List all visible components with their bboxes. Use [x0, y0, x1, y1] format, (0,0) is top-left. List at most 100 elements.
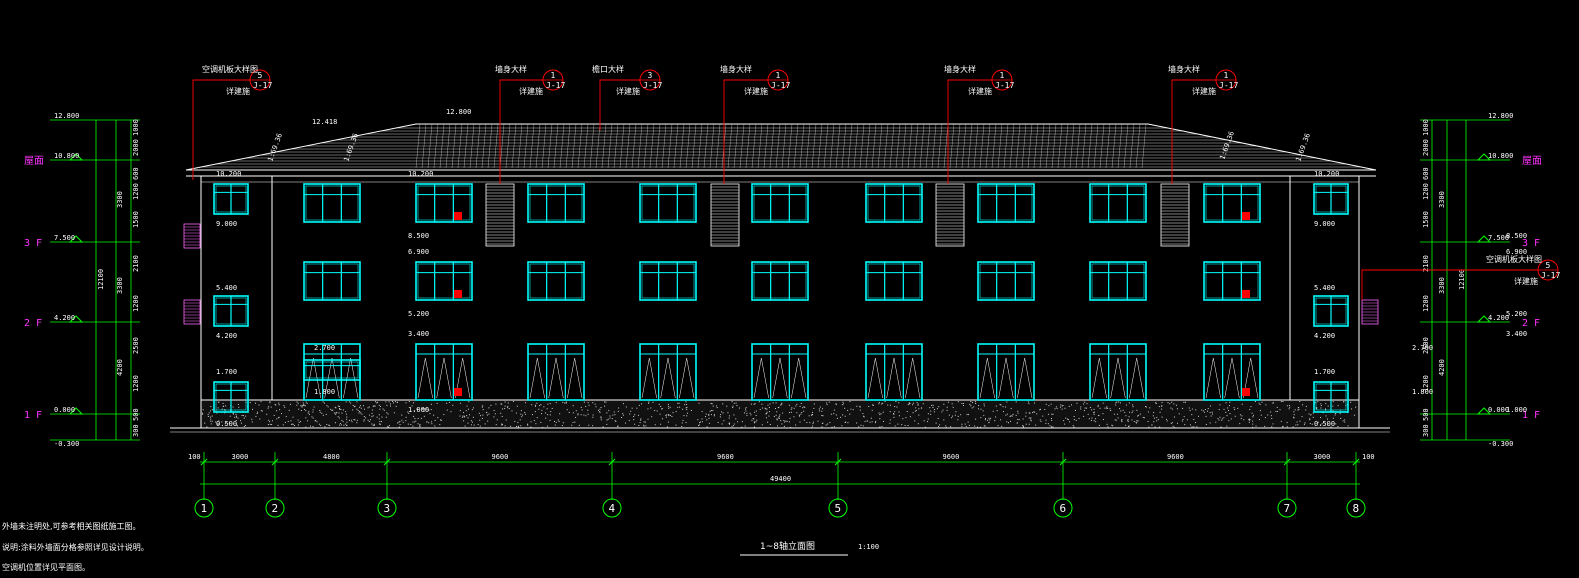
- plinth-dot: [1030, 420, 1032, 422]
- plinth-dot: [1071, 404, 1073, 406]
- plinth-dot: [574, 421, 576, 423]
- plinth-dot: [1042, 415, 1044, 417]
- plinth-dot: [1174, 426, 1176, 428]
- plinth-dot: [516, 425, 518, 427]
- plinth-dot: [490, 404, 492, 406]
- level-elev-left: 4.200: [54, 314, 75, 322]
- plinth-dot: [1076, 402, 1078, 404]
- plinth-dot: [547, 414, 549, 416]
- plinth-dot: [969, 403, 971, 405]
- plinth-dot: [1219, 416, 1221, 418]
- plinth-dot: [706, 426, 708, 428]
- window-elev-label-right: 8.500: [1506, 232, 1527, 240]
- plinth-dot: [683, 415, 685, 417]
- plinth-dot: [577, 414, 579, 416]
- plinth-dot: [889, 422, 891, 424]
- roof-tile-joint: [1105, 123, 1111, 169]
- door-f1-7-swing: [1129, 357, 1145, 399]
- plinth-dot: [700, 421, 702, 423]
- plinth-dot: [863, 416, 865, 418]
- plinth-dot: [1337, 405, 1339, 407]
- level-triangle: [1476, 407, 1492, 415]
- plinth-dot: [308, 411, 310, 413]
- plinth-dot: [354, 405, 356, 407]
- plinth-dot: [1002, 411, 1004, 413]
- plinth-dot: [1225, 411, 1227, 413]
- plinth-dot: [534, 411, 536, 413]
- plinth-dot: [600, 417, 602, 419]
- plinth-dot: [553, 420, 555, 422]
- plinth-dot: [1149, 407, 1151, 409]
- plinth-dot: [869, 421, 871, 423]
- plinth-dot: [923, 420, 925, 422]
- plinth-dot: [1113, 413, 1115, 415]
- dim-tick: [271, 458, 279, 466]
- roof-tile-joint: [961, 123, 967, 169]
- roof-tile-joint: [697, 123, 703, 169]
- dim-tick: [608, 458, 616, 466]
- plinth-dot: [753, 426, 755, 428]
- roof-tile-joint: [505, 123, 511, 169]
- plinth-dot: [500, 412, 502, 414]
- plinth-dot: [488, 413, 490, 415]
- plinth-dot: [1309, 419, 1311, 421]
- level-name-left: 屋面: [24, 155, 44, 167]
- plinth-dot: [924, 426, 926, 428]
- plinth-dot: [1128, 402, 1130, 404]
- plinth-dot: [978, 405, 980, 407]
- plinth-dot: [967, 421, 969, 423]
- plinth-dot: [463, 412, 465, 414]
- plinth-dot: [357, 409, 359, 411]
- plinth-dot: [269, 423, 271, 425]
- plinth-dot: [421, 407, 423, 409]
- plinth-dot: [1054, 408, 1056, 410]
- plinth-dot: [1188, 407, 1190, 409]
- plinth-dot: [208, 412, 210, 414]
- plinth-dot: [961, 425, 963, 427]
- fire-sign-icon: [1242, 388, 1250, 396]
- plinth-dot: [417, 417, 419, 419]
- plinth-dot: [501, 424, 503, 426]
- plinth-dot: [1127, 418, 1129, 420]
- plinth-dot: [1136, 422, 1138, 424]
- plinth-dot: [273, 414, 275, 416]
- plinth-dot: [363, 420, 365, 422]
- plinth-dot: [401, 414, 403, 416]
- plinth-dot: [881, 403, 883, 405]
- roof-tile-joint: [1129, 123, 1135, 169]
- plinth-dot: [1012, 413, 1014, 415]
- plinth-dot: [984, 425, 986, 427]
- roof-tile-joint: [565, 123, 571, 169]
- plinth-dot: [1028, 417, 1030, 419]
- window-f3-1: [415, 183, 473, 223]
- plinth-dot: [1332, 410, 1334, 412]
- plinth-dot: [954, 414, 956, 416]
- top-elev-left: 12.800: [54, 112, 79, 120]
- axis-label: 8: [1353, 502, 1360, 515]
- plinth-dot: [754, 403, 756, 405]
- plinth-dot: [258, 404, 260, 406]
- plinth-dot: [385, 416, 387, 418]
- plinth-dot: [1120, 410, 1122, 412]
- plinth-dot: [343, 424, 345, 426]
- plinth-dot: [291, 423, 293, 425]
- plinth-dot: [507, 405, 509, 407]
- axis-label: 7: [1284, 502, 1291, 515]
- plinth-dot: [744, 425, 746, 427]
- roof-tile-joint: [1021, 123, 1027, 169]
- plinth-dot: [1275, 410, 1277, 412]
- plinth-dot: [1298, 408, 1300, 410]
- plinth-dot: [753, 421, 755, 423]
- plinth-dot: [470, 420, 472, 422]
- plinth-dot: [980, 408, 982, 410]
- plinth-dot: [988, 417, 990, 419]
- plinth-dot: [380, 406, 382, 408]
- plinth-dot: [722, 403, 724, 405]
- left-floor-dim: 3300: [116, 277, 124, 294]
- roof-tile-joint: [787, 123, 793, 169]
- plinth-dot: [978, 408, 980, 410]
- plinth-dot: [541, 409, 543, 411]
- door-f1-5-swing: [867, 357, 883, 399]
- plinth-dot: [430, 409, 432, 411]
- plinth-dot: [908, 402, 910, 404]
